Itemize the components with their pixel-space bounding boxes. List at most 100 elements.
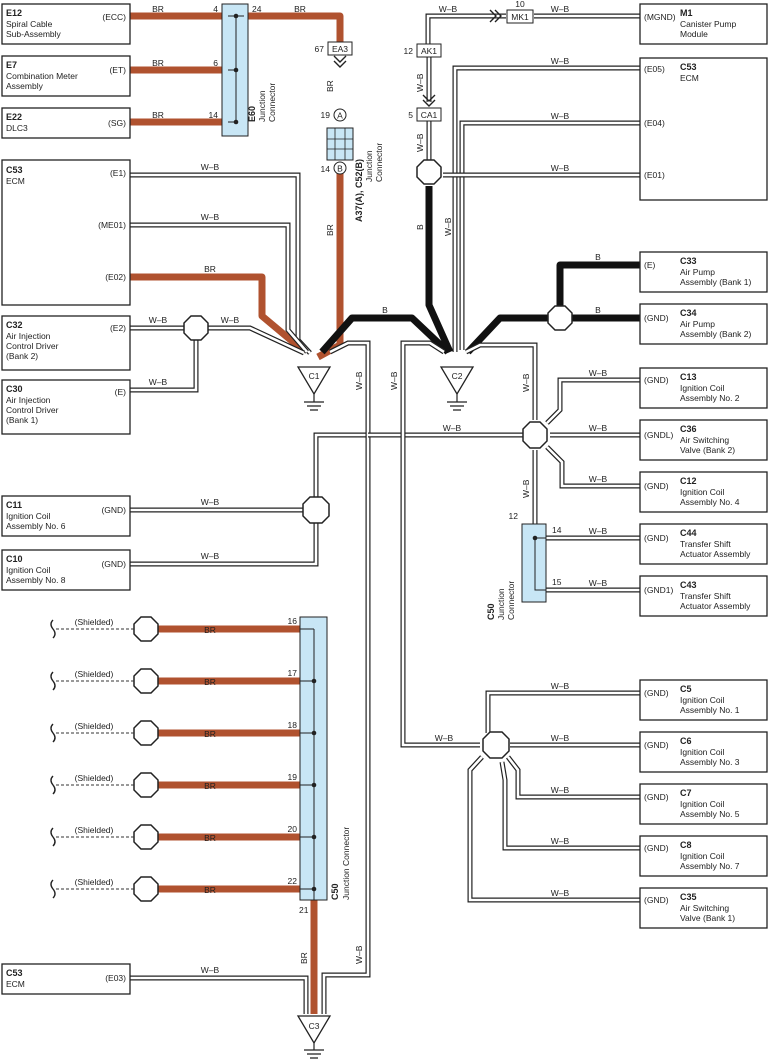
label-wb-c32: W–B bbox=[149, 315, 168, 325]
c6-line2: Assembly No. 3 bbox=[680, 757, 740, 767]
label-shield-22: (Shielded) bbox=[75, 877, 114, 887]
br-wire-e02-c1 bbox=[130, 273, 308, 355]
box-c44: (GND) C44 Transfer Shift Actuator Assemb… bbox=[639, 523, 768, 565]
label-wb-e05: W–B bbox=[443, 217, 453, 236]
b-wire-c34-c2 bbox=[465, 314, 640, 355]
label-br-20: BR bbox=[204, 833, 216, 843]
wb-c30 bbox=[130, 328, 199, 393]
box-c11: C11 Ignition Coil Assembly No. 6 (GND) bbox=[1, 495, 131, 537]
junction-a37-c52: A B 19 14 A37(A), C52(B) Junction Connec… bbox=[321, 108, 384, 222]
ea3-pin: 67 bbox=[315, 44, 325, 54]
c50b-code: C50 bbox=[330, 883, 340, 900]
c34-line1: Air Pump bbox=[680, 319, 715, 329]
c50a-pin-15: 15 bbox=[552, 577, 562, 587]
box-c10: C10 Ignition Coil Assembly No. 8 (GND) bbox=[1, 549, 131, 591]
wb-m1-ak1 bbox=[425, 13, 640, 44]
e12-code: E12 bbox=[6, 8, 22, 18]
label-wb-c43: W–B bbox=[589, 578, 608, 588]
connector-ea3: EA3 67 bbox=[315, 41, 353, 68]
box-c53-ecm-left: C53 ECM (E1) (ME01) (E02) bbox=[1, 159, 131, 306]
e12-line1: Spiral Cable bbox=[6, 19, 53, 29]
c44-line2: Actuator Assembly bbox=[680, 549, 751, 559]
ak1-pin: 12 bbox=[404, 46, 414, 56]
c6-pin: (GND) bbox=[644, 740, 669, 750]
connector-ca1: CA1 5 bbox=[408, 107, 442, 122]
c34-pin: (GND) bbox=[644, 313, 669, 323]
a37-pin-19: 19 bbox=[321, 110, 331, 120]
c8-line2: Assembly No. 7 bbox=[680, 861, 740, 871]
c30-line3: (Bank 1) bbox=[6, 415, 38, 425]
c50a-code: C50 bbox=[486, 603, 496, 620]
a37-line2: Connector bbox=[374, 143, 384, 182]
c8-pin: (GND) bbox=[644, 843, 669, 853]
label-wb-e03: W–B bbox=[201, 965, 220, 975]
c50a-pin-12: 12 bbox=[509, 511, 519, 521]
c50a-pin-14: 14 bbox=[552, 525, 562, 535]
wire-labels: BR BR BR BR BR BR BR W–B W–B W–B W–B W–B… bbox=[75, 4, 608, 975]
e22-line1: DLC3 bbox=[6, 123, 28, 133]
wb-c50a-out bbox=[546, 535, 640, 593]
a37-code: A37(A), C52(B) bbox=[354, 159, 364, 222]
c13-code: C13 bbox=[680, 372, 697, 382]
e22-code: E22 bbox=[6, 112, 22, 122]
c44-line1: Transfer Shift bbox=[680, 539, 731, 549]
c43-line1: Transfer Shift bbox=[680, 591, 731, 601]
c36-pin: (GNDL) bbox=[644, 430, 673, 440]
c50b-pin-22: 22 bbox=[288, 876, 298, 886]
wb-wires bbox=[130, 13, 640, 1014]
c35-line2: Valve (Bank 1) bbox=[680, 913, 735, 923]
label-wb-c10: W–B bbox=[201, 551, 220, 561]
c11-pin: (GND) bbox=[101, 505, 126, 515]
label-wb-c13: W–B bbox=[589, 368, 608, 378]
label-wb-c50a-in: W–B bbox=[521, 479, 531, 498]
ground-c1: C1 bbox=[296, 366, 332, 411]
label-br-19: BR bbox=[204, 781, 216, 791]
e12-pin: (ECC) bbox=[102, 12, 126, 22]
c30-line1: Air Injection bbox=[6, 395, 51, 405]
junction-e60: 4 24 6 14 E60 Junction Connector bbox=[209, 3, 277, 137]
b-wire-c33 bbox=[556, 261, 640, 318]
label-wb-mid: W–B bbox=[443, 423, 462, 433]
label-wb-c6: W–B bbox=[551, 733, 570, 743]
wb-lower-junction-branches bbox=[467, 690, 640, 903]
e7-line2: Assembly bbox=[6, 81, 44, 91]
c13-pin: (GND) bbox=[644, 375, 669, 385]
box-c33: (E) C33 Air Pump Assembly (Bank 1) bbox=[639, 251, 768, 293]
e60-code: E60 bbox=[247, 106, 257, 122]
label-wb-lower-in: W–B bbox=[435, 733, 454, 743]
splice-shield-20 bbox=[133, 824, 159, 850]
label-br-a37: BR bbox=[325, 224, 335, 236]
c8-code: C8 bbox=[680, 840, 692, 850]
c10-line2: Assembly No. 8 bbox=[6, 575, 66, 585]
label-wb-c44: W–B bbox=[589, 526, 608, 536]
ca1-name: CA1 bbox=[421, 110, 438, 120]
box-c8: (GND) C8 Ignition Coil Assembly No. 7 bbox=[639, 835, 768, 877]
wb-ecm-e03-c3 bbox=[130, 975, 309, 1014]
c5-pin: (GND) bbox=[644, 688, 669, 698]
label-wb-c3: W–B bbox=[354, 945, 364, 964]
ground-c1-label: C1 bbox=[309, 371, 320, 381]
label-b-ca1: B bbox=[415, 224, 425, 230]
splice-ca1 bbox=[416, 159, 442, 185]
splice-right-lower bbox=[482, 731, 510, 759]
e60-line1: Junction bbox=[257, 90, 267, 122]
splice-shield-16 bbox=[133, 616, 159, 642]
connector-ak1: AK1 12 bbox=[404, 43, 442, 107]
e7-pin: (ET) bbox=[109, 65, 126, 75]
e22-pin: (SG) bbox=[108, 118, 126, 128]
a37-side-b: B bbox=[337, 164, 343, 174]
c6-line1: Ignition Coil bbox=[680, 747, 725, 757]
label-wb-e04-h: W–B bbox=[551, 111, 570, 121]
c44-pin: (GND) bbox=[644, 533, 669, 543]
c30-pin: (E) bbox=[115, 387, 127, 397]
label-wb-c5: W–B bbox=[551, 681, 570, 691]
label-wb-c32-out: W–B bbox=[221, 315, 240, 325]
c53a-pin-e1: (E1) bbox=[110, 168, 126, 178]
junction-c50-lower: 16 17 18 19 20 22 21 C50 Junction Connec… bbox=[288, 616, 351, 915]
label-wb-e01-h: W–B bbox=[551, 163, 570, 173]
splice-c11-c10 bbox=[302, 496, 330, 524]
e60-pin-24: 24 bbox=[252, 4, 262, 14]
c30-code: C30 bbox=[6, 384, 23, 394]
e60-line2: Connector bbox=[267, 83, 277, 122]
wb-right-junction-branches bbox=[532, 377, 640, 538]
